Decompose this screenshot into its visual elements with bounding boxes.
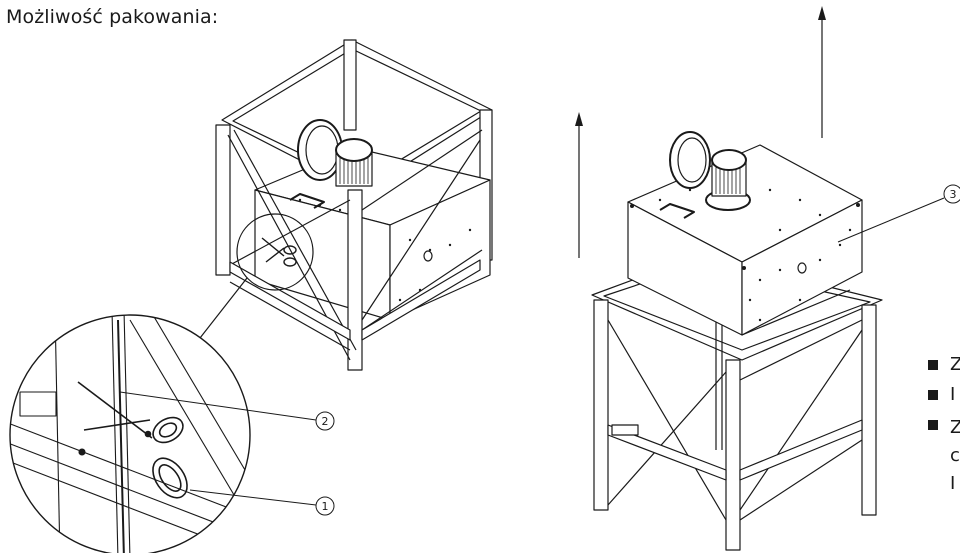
crate-left-front <box>215 124 483 371</box>
arrow-up-icon <box>575 112 583 258</box>
callout-2-label: 2 <box>322 415 329 428</box>
bullet-text: Z <box>950 354 960 375</box>
square-bullet-icon <box>928 420 938 430</box>
detail-marker <box>236 213 314 291</box>
callout-3-label: 3 <box>950 188 957 201</box>
arrow-up-icon <box>818 6 826 138</box>
leader-line <box>199 277 248 339</box>
scissors-icon <box>77 381 188 499</box>
scissors-icon <box>261 237 297 267</box>
square-bullet-icon <box>928 390 938 400</box>
callout-1-label: 1 <box>322 500 329 513</box>
bullet-text: Z c I <box>950 417 960 494</box>
page-title: Możliwość pakowania: <box>6 6 219 28</box>
bullet-text: I <box>950 384 956 405</box>
fan-unit-right <box>627 131 863 336</box>
detail-view <box>9 314 335 553</box>
square-bullet-icon <box>928 360 938 370</box>
